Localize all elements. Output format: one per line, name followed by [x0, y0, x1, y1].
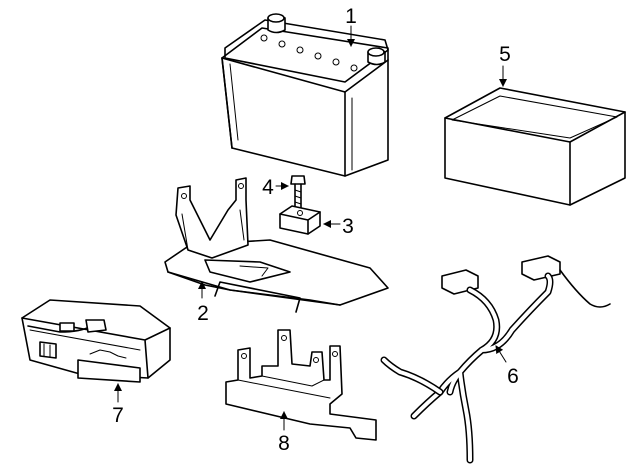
leader-6 — [495, 345, 507, 363]
insulator-box — [444, 87, 626, 206]
wiring-harness — [380, 255, 611, 464]
battery-tray — [164, 177, 389, 313]
callout-6: 6 — [507, 365, 519, 388]
fuse-box — [21, 299, 171, 383]
callout-5: 5 — [499, 43, 511, 66]
callout-1: 1 — [345, 5, 357, 28]
hold-down-clamp — [279, 205, 321, 235]
callout-4: 4 — [262, 176, 274, 199]
mounting-bracket — [225, 329, 377, 441]
callout-8: 8 — [278, 432, 290, 455]
callout-2: 2 — [197, 302, 209, 325]
leader-lines — [114, 25, 507, 431]
callout-7: 7 — [112, 404, 124, 427]
battery — [221, 13, 389, 177]
callout-3: 3 — [342, 215, 354, 238]
